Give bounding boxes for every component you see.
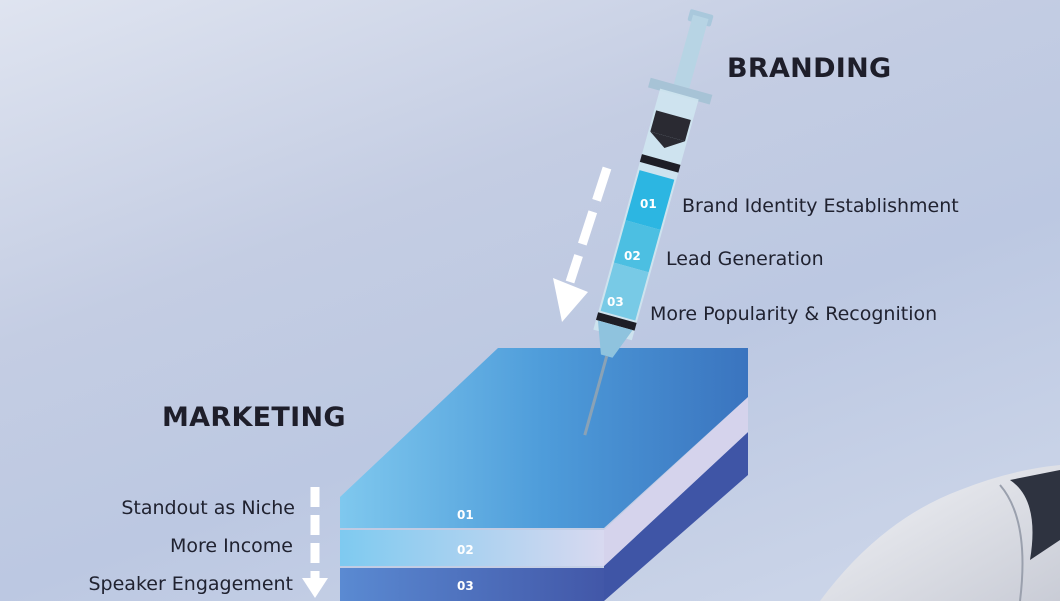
syringe-needle (583, 355, 609, 436)
layer-bottom-side (604, 432, 748, 601)
layer-number: 03 (457, 579, 474, 593)
branding-item-number: 02 (624, 249, 641, 263)
syringe-fluid-2 (613, 220, 661, 273)
syringe-flange (648, 77, 713, 105)
branding-item-label: Lead Generation (666, 248, 824, 270)
layer-number: 01 (457, 508, 474, 522)
marketing-item-label: More Income (169, 535, 293, 557)
syringe (583, 9, 714, 436)
syringe-plunger-rod (673, 14, 709, 89)
layer-mid-side (604, 397, 748, 566)
layer-stack (340, 348, 748, 601)
branding-heading: BRANDING (727, 53, 892, 84)
branding-item-number: 03 (607, 295, 624, 309)
layer-bottom-front (340, 568, 604, 601)
branding-item-label: More Popularity & Recognition (650, 303, 938, 325)
layer-number: 02 (457, 543, 474, 557)
syringe-fluid-3 (600, 262, 649, 321)
syringe-band-top (639, 154, 681, 173)
down-arrow-marketing (302, 487, 328, 598)
lab-coat-figure (820, 465, 1060, 601)
syringe-band-bottom (595, 312, 637, 331)
marketing-item-label: Speaker Engagement (88, 573, 293, 595)
branding-item-label: Brand Identity Establishment (682, 195, 959, 217)
layer-mid-front (340, 530, 604, 566)
branding-item-number: 01 (640, 197, 657, 211)
syringe-plunger-cap (650, 110, 691, 142)
marketing-heading: MARKETING (162, 402, 346, 433)
syringe-tip (597, 320, 633, 358)
down-arrow-branding (553, 166, 612, 322)
layer-top-face (340, 348, 748, 528)
syringe-fluid-1 (625, 170, 675, 230)
marketing-item-label: Standout as Niche (121, 497, 295, 519)
